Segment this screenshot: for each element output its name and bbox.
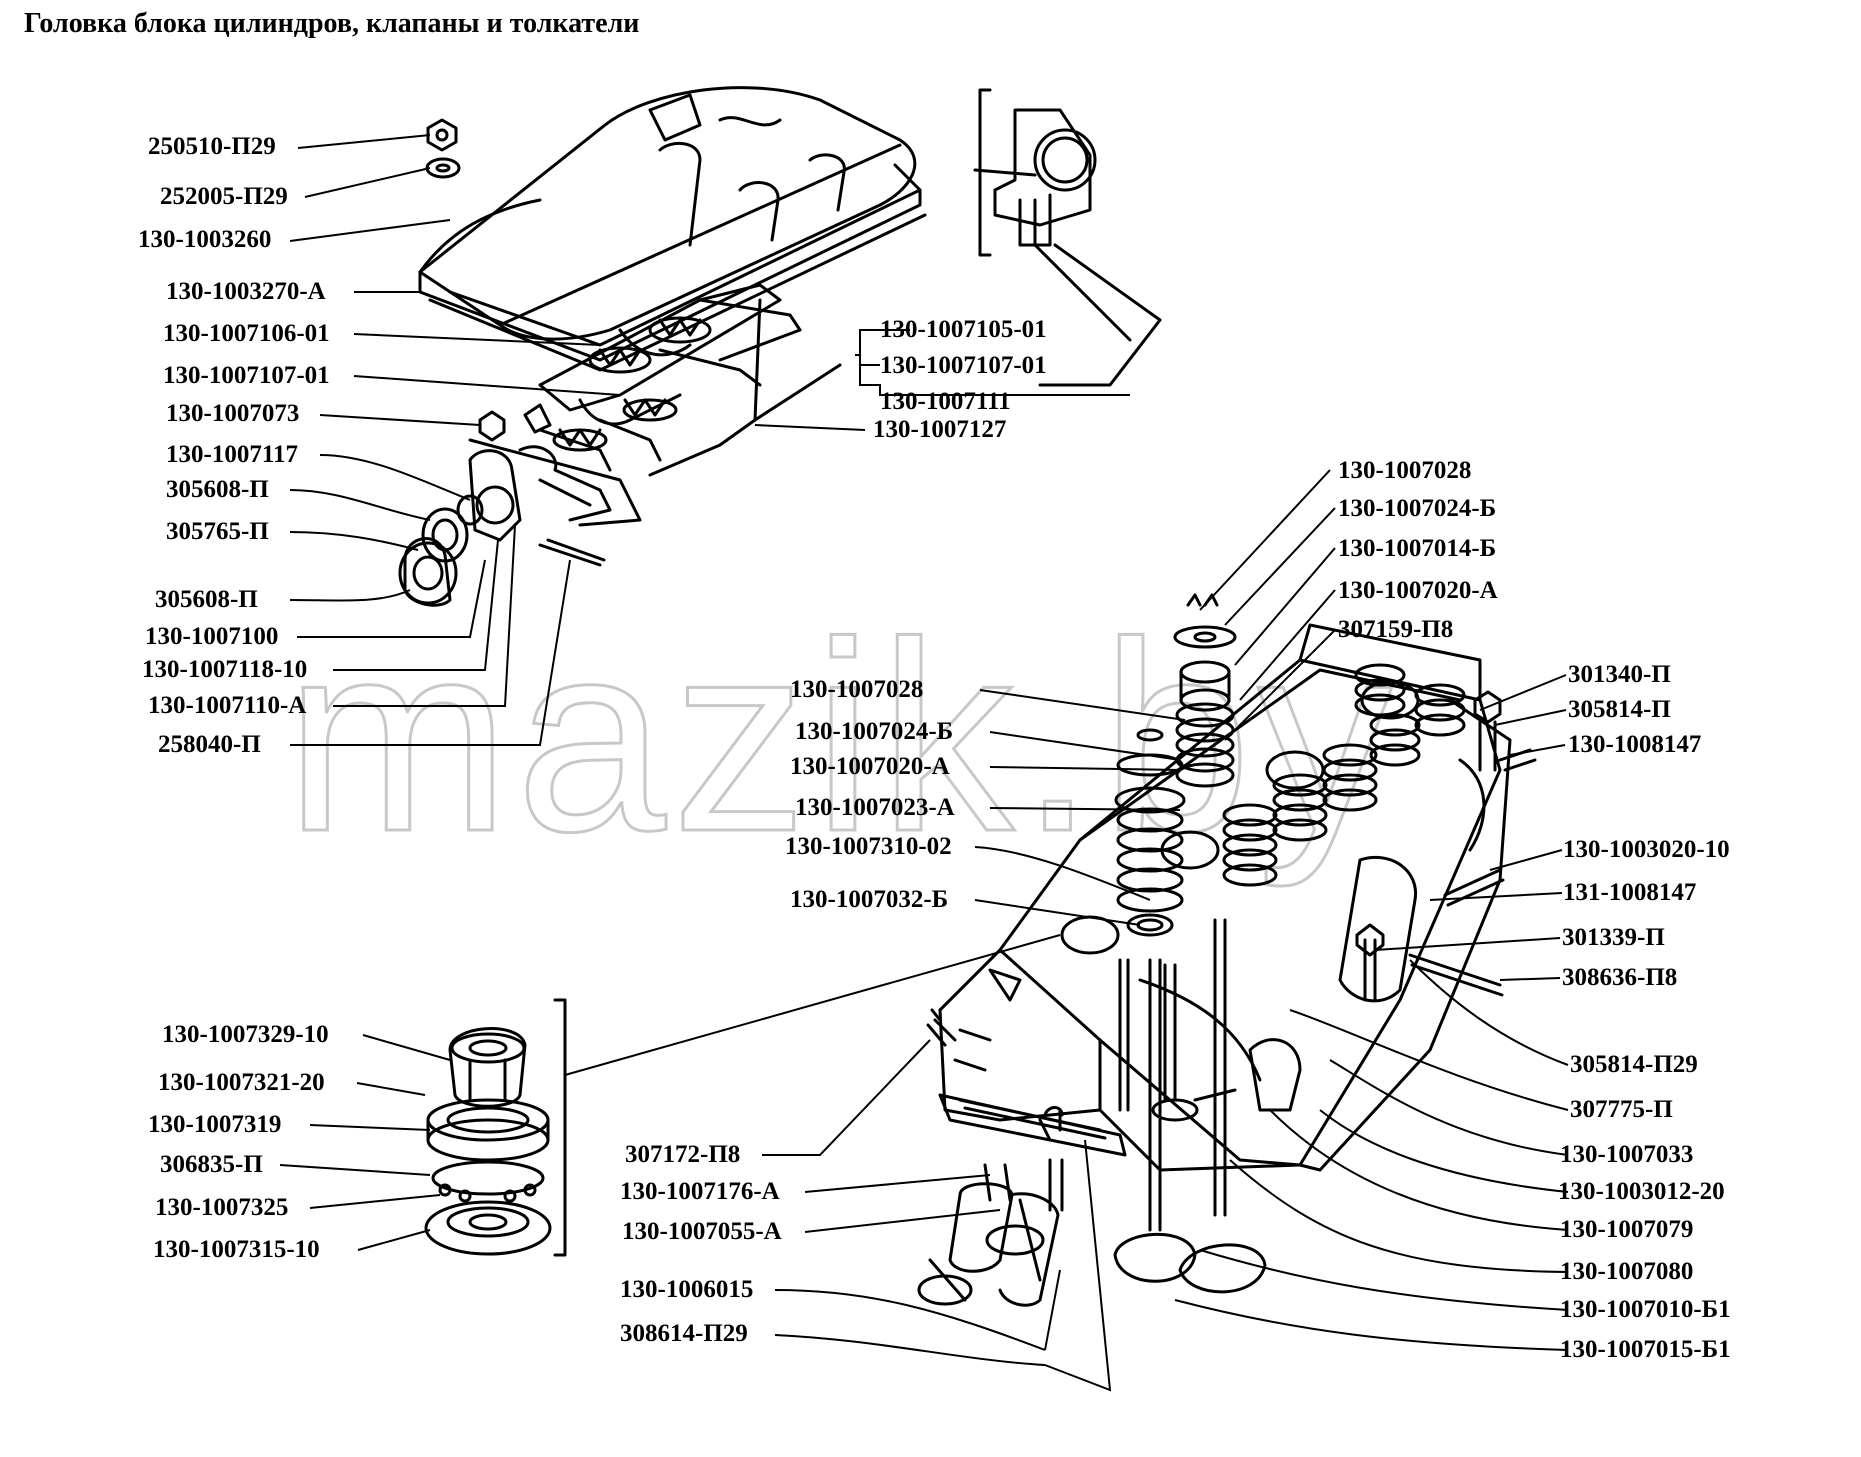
part-label: 130-1007107-01 [880,352,1047,379]
part-label: 130-1007024-Б [795,718,954,745]
part-label: 130-1007020-А [790,753,950,780]
part-label: 130-1007015-Б1 [1560,1336,1731,1363]
part-label: 305814-П [1568,696,1671,723]
part-label: 130-1007073 [166,400,300,427]
part-label: 130-1007105-01 [880,316,1047,343]
part-label: 305765-П [166,518,269,545]
detail-inset [973,88,1162,387]
part-label: 130-1007106-01 [163,320,330,347]
lifter-inset [424,998,567,1257]
part-label: 130-1007127 [873,416,1007,443]
part-label: 130-1007033 [1560,1141,1694,1168]
part-label: 131-1008147 [1563,879,1697,906]
part-label: 130-1007111 [880,388,1011,415]
part-label: 130-1007079 [1560,1216,1694,1243]
part-label: 306835-П [160,1151,263,1178]
part-label: 305608-П [155,586,258,613]
part-label: 130-1006015 [620,1276,754,1303]
part-label: 130-1007107-01 [163,362,330,389]
part-label: 130-1007176-А [620,1178,780,1205]
part-label: 130-1007020-А [1338,577,1498,604]
part-label: 130-1007315-10 [153,1236,320,1263]
part-label: 130-1007055-А [622,1218,782,1245]
part-label: 307159-П8 [1338,616,1454,643]
part-label: 308614-П29 [620,1320,748,1347]
part-label: 250510-П29 [148,133,276,160]
part-label: 130-1003260 [138,226,272,253]
rocker-shaft-assembly [468,283,842,527]
part-label: 130-1007110-А [148,692,307,719]
part-label: 130-1008147 [1568,731,1702,758]
part-label: 258040-П [158,731,261,758]
leader-lines [279,134,1569,1392]
part-label: 130-1007319 [148,1111,282,1138]
part-label: 130-1007329-10 [162,1021,329,1048]
part-label: 308636-П8 [1562,964,1678,991]
part-label: 130-1003012-20 [1558,1178,1725,1205]
part-label: 130-1007321-20 [158,1069,325,1096]
cover-washer [425,157,461,179]
part-label: 130-1007028 [790,676,924,703]
part-label: 130-1007117 [166,441,298,468]
part-label: 130-1003020-10 [1563,836,1730,863]
part-label: 307775-П [1570,1096,1673,1123]
valve-cover [418,86,927,372]
pushrods-lifters [917,1093,1127,1307]
part-label: 130-1007028 [1338,457,1472,484]
part-label: 305814-П29 [1570,1051,1698,1078]
exploded-valve-stack [1114,593,1237,937]
part-label: 301340-П [1568,661,1671,688]
part-label: 130-1007014-Б [1338,535,1497,562]
part-label: 130-1007325 [155,1194,289,1221]
part-label: 252005-П29 [160,183,288,210]
part-label: 130-1007080 [1560,1258,1694,1285]
part-label: 130-1007023-А [795,794,955,821]
page-title: Головка блока цилиндров, клапаны и толка… [24,8,640,39]
part-label: 130-1007024-Б [1338,495,1497,522]
part-label: 307172-П8 [625,1141,741,1168]
part-label: 130-1007032-Б [790,886,949,913]
part-label: 130-1007310-02 [785,833,952,860]
shaft-end-parts [398,403,606,607]
valves [1113,918,1267,1294]
cover-nut [426,118,458,152]
valve-springs [1222,663,1466,887]
part-label: 130-1007118-10 [142,656,308,683]
part-label: 130-1003270-А [166,278,326,305]
rocker-bracket [468,449,522,542]
part-label: 130-1007100 [145,623,279,650]
part-label: 130-1007010-Б1 [1560,1296,1731,1323]
part-label: 301339-П [1562,924,1665,951]
part-label: 305608-П [166,476,269,503]
stud [926,1008,957,1047]
